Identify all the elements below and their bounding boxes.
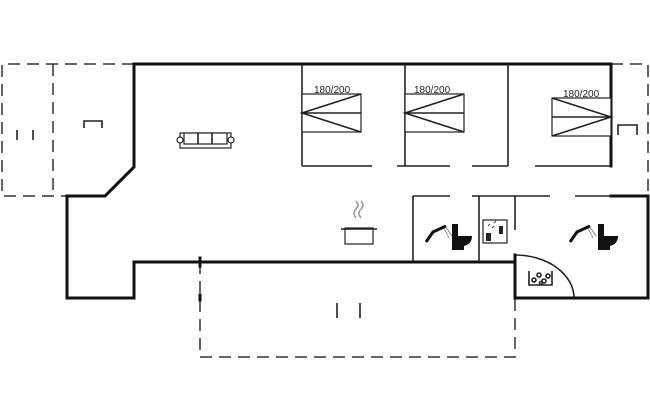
double-bed-icon xyxy=(402,93,465,133)
bed-size-label: 180/200 xyxy=(314,85,351,96)
terrace-marker xyxy=(336,303,361,318)
shower-icon xyxy=(568,224,597,243)
double-bed-icon xyxy=(299,93,362,133)
bed-size-label: 180/200 xyxy=(414,85,451,96)
toilet-icon xyxy=(452,224,472,250)
bedroom-2: 180/200 xyxy=(402,85,465,133)
terrace-marker xyxy=(16,130,34,140)
bedroom-1: 180/200 xyxy=(299,85,362,133)
door-marker xyxy=(617,124,638,135)
terrace-bottom xyxy=(199,262,516,358)
sauna-icon xyxy=(482,219,508,244)
double-bed-icon xyxy=(551,97,614,137)
bed-size-label: 180/200 xyxy=(563,89,600,100)
hot-tub-icon xyxy=(528,271,553,286)
sofa-icon xyxy=(176,132,235,149)
door-marker xyxy=(83,120,103,128)
toilet-icon xyxy=(598,224,618,250)
terrace-right xyxy=(611,63,649,196)
exterior-wall xyxy=(65,62,650,300)
terrace-left xyxy=(1,63,134,197)
shower-icon xyxy=(424,224,453,243)
bedroom-3: 180/200 xyxy=(551,89,614,137)
cooking-pot-icon xyxy=(341,200,377,245)
door-swing xyxy=(514,254,575,299)
